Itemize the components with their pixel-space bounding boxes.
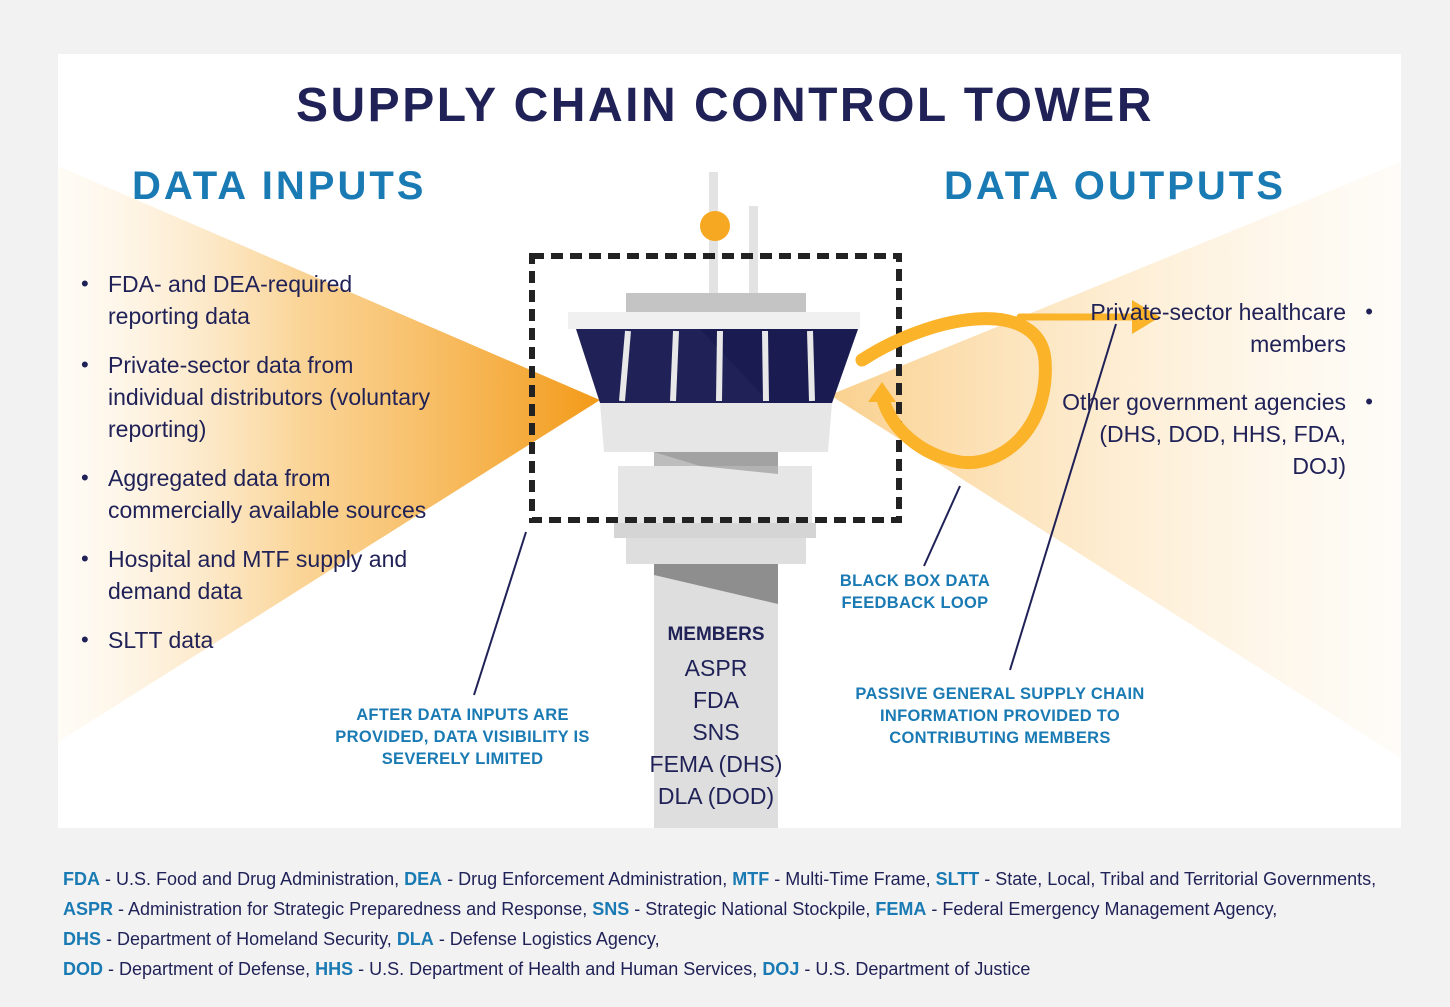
roof-cap [626, 293, 806, 313]
abbreviation-entry: FEMA - Federal Emergency Management Agen… [875, 899, 1277, 919]
abbreviation-entry: SLTT - State, Local, Tribal and Territor… [936, 869, 1377, 889]
neck-shadow [654, 452, 778, 474]
shaft-shadow [654, 563, 778, 604]
abbreviation-entry: HHS - U.S. Department of Health and Huma… [315, 959, 762, 979]
input-item: Aggregated data from commercially availa… [81, 462, 438, 526]
abbreviation-entry: DOJ - U.S. Department of Justice [762, 959, 1030, 979]
abbreviation-term: ASPR [63, 899, 114, 919]
data-inputs-heading: DATA INPUTS [132, 164, 427, 208]
abbreviation-entry: DOD - Department of Defense, [63, 959, 315, 979]
abbreviation-term: FDA [63, 869, 100, 889]
abbreviation-definition: - Department of Defense, [103, 959, 316, 979]
abbreviation-term: HHS [315, 959, 354, 979]
window-shading [700, 329, 858, 403]
abbreviation-term: SLTT [935, 869, 980, 889]
input-item: Private-sector data from individual dist… [81, 349, 438, 445]
abbreviation-definition: - State, Local, Tribal and Territorial G… [979, 869, 1377, 889]
abbreviation-term: MTF [732, 869, 770, 889]
beacon-light [700, 211, 730, 241]
abbreviation-entry: DEA - Drug Enforcement Administration, [404, 869, 732, 889]
lower-ledge [614, 523, 816, 538]
abbreviation-term: DEA [404, 869, 443, 889]
abbreviation-definition: - Federal Emergency Management Agency, [926, 899, 1278, 919]
abbreviation-definition: - Department of Homeland Security, [101, 929, 397, 949]
abbreviation-term: DOD [63, 959, 103, 979]
window-mullions [619, 330, 815, 402]
abbreviation-term: FEMA [875, 899, 927, 919]
abbreviation-entry: ASPR - Administration for Strategic Prep… [63, 899, 592, 919]
abbreviation-term: DLA [396, 929, 434, 949]
input-item: FDA- and DEA-required reporting data [81, 268, 438, 332]
members-title: MEMBERS [667, 624, 765, 645]
abbreviation-entry: DLA - Defense Logistics Agency, [397, 929, 660, 949]
abbreviation-entry: DHS - Department of Homeland Security, [63, 929, 397, 949]
abbreviation-entry: FDA - U.S. Food and Drug Administration, [63, 869, 404, 889]
leader-passive [1009, 323, 1117, 671]
roof-rim [568, 312, 860, 329]
abbreviation-definition: - U.S. Food and Drug Administration, [100, 869, 405, 889]
abbreviation-definition: - Multi-Time Frame, [769, 869, 936, 889]
callout-feedback-loop: BLACK BOX DATA FEEDBACK LOOP [839, 572, 991, 612]
callout-data-visibility: AFTER DATA INPUTS ARE PROVIDED, DATA VIS… [335, 706, 590, 768]
member-item: ASPR [684, 655, 748, 681]
data-outputs-list: Private-sector healthcare members Other … [1046, 296, 1373, 508]
abbreviation-definition: - Defense Logistics Agency, [433, 929, 660, 949]
abbreviation-definition: - U.S. Department of Justice [799, 959, 1031, 979]
output-item: Private-sector healthcare members [1046, 296, 1373, 360]
loop-arrowhead [868, 382, 896, 402]
abbreviation-definition: - Drug Enforcement Administration, [442, 869, 733, 889]
member-item: FEMA (DHS) [649, 751, 783, 777]
tower-shaft [654, 555, 778, 828]
black-box-outline [529, 253, 902, 523]
abbreviation-term: DOJ [762, 959, 800, 979]
abbreviation-term: SNS [592, 899, 630, 919]
leader-visibility [473, 531, 527, 696]
page-title: SUPPLY CHAIN CONTROL TOWER [296, 79, 1154, 132]
lower-collar [626, 538, 806, 564]
abbreviation-entry: MTF - Multi-Time Frame, [732, 869, 935, 889]
output-item: Other government agencies (DHS, DOD, HHS… [1046, 386, 1373, 482]
input-item: SLTT data [81, 624, 438, 656]
abbreviation-term: DHS [63, 929, 102, 949]
members-list: ASPR FDA SNS FEMA (DHS) DLA (DOD) [630, 652, 802, 812]
abbreviations-footnote: FDA - U.S. Food and Drug Administration,… [63, 864, 1383, 984]
callout-passive-information: PASSIVE GENERAL SUPPLY CHAIN INFORMATION… [855, 685, 1145, 747]
abbreviation-definition: - U.S. Department of Health and Human Se… [353, 959, 763, 979]
member-item: SNS [692, 719, 740, 745]
member-item: DLA (DOD) [657, 783, 775, 809]
abbreviation-entry: SNS - Strategic National Stockpile, [592, 899, 875, 919]
lower-deck [618, 466, 812, 523]
abbreviation-definition: - Strategic National Stockpile, [629, 899, 876, 919]
cab-base [600, 403, 832, 452]
input-item: Hospital and MTF supply and demand data [81, 543, 438, 607]
leader-feedback [923, 485, 961, 567]
member-item: FDA [693, 687, 739, 713]
data-outputs-heading: DATA OUTPUTS [944, 164, 1286, 208]
antenna-right [749, 206, 758, 294]
data-inputs-list: FDA- and DEA-required reporting data Pri… [81, 268, 438, 673]
feedback-loop [855, 312, 1052, 470]
abbreviation-definition: - Administration for Strategic Preparedn… [113, 899, 593, 919]
